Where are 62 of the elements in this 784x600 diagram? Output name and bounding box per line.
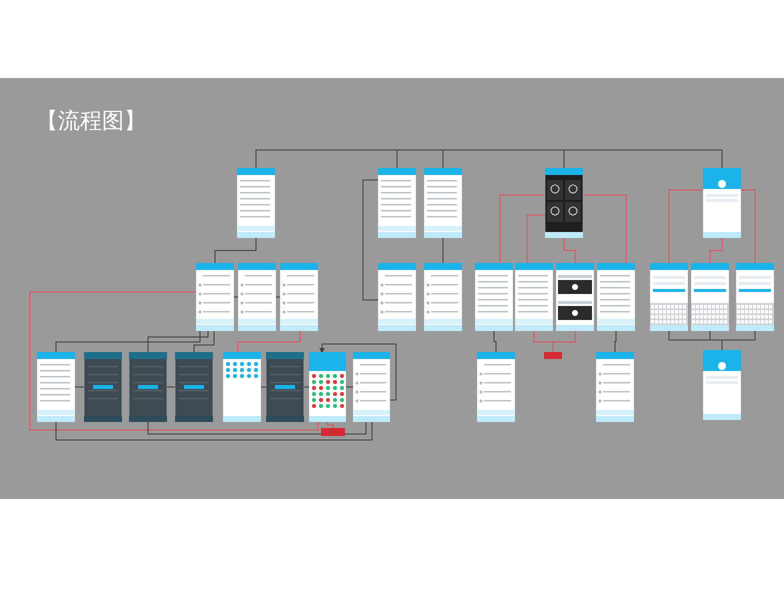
- connector-line: [30, 292, 318, 430]
- connector-line: [614, 330, 616, 352]
- app-screen-mockup: [596, 352, 634, 422]
- connector-line: [304, 386, 310, 388]
- connector-line: [148, 422, 366, 434]
- connector-line: [710, 238, 722, 264]
- app-screen-mockup: [556, 263, 594, 331]
- app-screen-mockup: [129, 352, 167, 422]
- connector-line: [56, 422, 372, 440]
- connector-line: [668, 190, 704, 264]
- app-screen-mockup: [703, 350, 741, 420]
- connector-line: [238, 330, 300, 352]
- connector-line: [214, 238, 256, 264]
- app-screen-mockup: [477, 352, 515, 422]
- connector-line: [327, 422, 334, 428]
- connector-line: [526, 214, 546, 264]
- app-screen-mockup: [597, 263, 635, 331]
- connector-line: [494, 330, 496, 352]
- arrow: [319, 344, 396, 400]
- app-screen-mockup: [309, 352, 346, 422]
- app-screen-mockup: [238, 263, 276, 331]
- app-screen-mockup: [424, 168, 462, 238]
- app-screen-mockup: [378, 168, 416, 238]
- app-screen-mockup: [545, 168, 583, 238]
- app-screen-mockup: [196, 263, 234, 331]
- connector-line: [582, 194, 626, 264]
- app-screen-mockup: [266, 352, 304, 422]
- connector-line: [260, 386, 266, 388]
- app-screen-mockup: [280, 263, 318, 331]
- app-screen-mockup: [424, 263, 462, 331]
- connector-line: [362, 180, 378, 300]
- app-screen-mockup: [37, 352, 75, 422]
- connector-line: [276, 296, 280, 298]
- app-screen-mockup: [84, 352, 122, 422]
- app-screen-mockup: [650, 263, 688, 331]
- app-screen-mockup: [175, 352, 213, 422]
- app-screen-mockup: [691, 263, 729, 331]
- app-screen-mockup: [515, 263, 553, 331]
- connector-line: [234, 296, 238, 298]
- app-screen-mockup: [736, 263, 774, 331]
- connector-line: [564, 238, 576, 264]
- tag-box: [321, 428, 345, 436]
- connector-line: [166, 386, 176, 388]
- connector-line: [552, 330, 576, 352]
- connector-line: [722, 330, 756, 350]
- app-screen-mockup: [703, 168, 741, 238]
- app-screen-mockup: [223, 352, 261, 422]
- connector-line: [194, 330, 214, 352]
- connector-line: [256, 150, 722, 168]
- connector-line: [148, 330, 208, 352]
- diagram-title: 【流程图】: [36, 108, 146, 136]
- tag-box: [544, 352, 562, 359]
- connector-line: [442, 238, 444, 264]
- connector-line: [74, 386, 84, 388]
- connector-line: [500, 194, 546, 264]
- connector-line: [56, 330, 200, 352]
- app-screen-mockup: [237, 168, 275, 238]
- connector-line: [346, 386, 354, 388]
- app-screen-mockup: [378, 263, 416, 331]
- connector-line: [740, 190, 756, 264]
- app-screen-mockup: [475, 263, 513, 331]
- app-screen-mockup: [353, 352, 390, 422]
